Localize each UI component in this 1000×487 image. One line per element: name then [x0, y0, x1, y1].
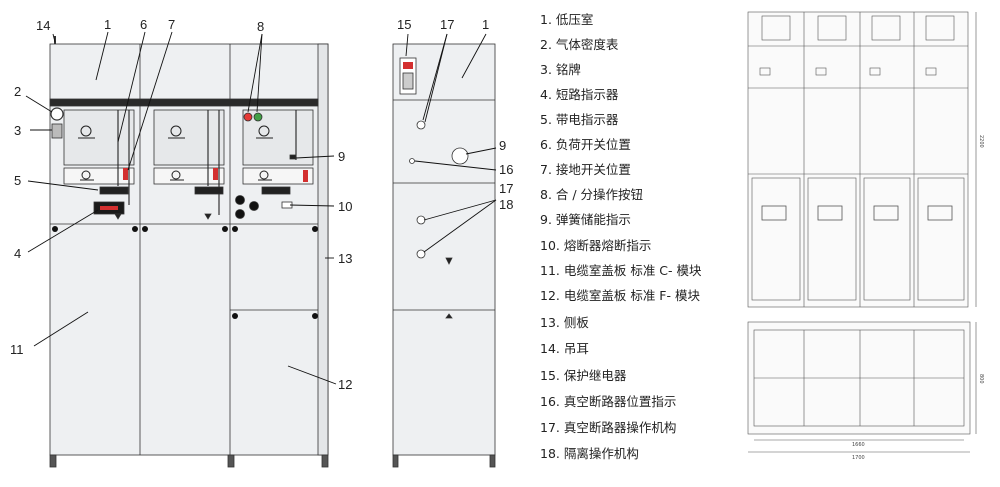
callout-13: 13: [338, 251, 352, 266]
mechanism-box-3: [242, 109, 314, 166]
foot-left: [49, 454, 57, 468]
open-button: [253, 112, 263, 122]
front-view: [49, 36, 329, 468]
callout-17-top: 17: [440, 17, 454, 32]
legend-item-5: 5. 带电指示器: [540, 112, 619, 127]
dimension-width-inner: 1660: [852, 442, 865, 448]
callout-5: 5: [14, 173, 21, 188]
foot-right: [321, 454, 329, 468]
legend-item-18: 18. 隔离操作机构: [540, 446, 639, 461]
side-view: [392, 43, 496, 468]
legend-item-7: 7. 接地开关位置: [540, 162, 631, 177]
mechanism-box-1: [63, 109, 135, 166]
callout-labels: 14 1 6 7 2 3 5 4 11 8 9 10 13 12 15 17 1…: [10, 17, 513, 392]
legend-item-11: 11. 电缆室盖板 标准 C- 模块: [540, 263, 702, 278]
callout-14: 14: [36, 18, 50, 33]
legend-item-9: 9. 弹簧储能指示: [540, 212, 631, 227]
legend-item-2: 2. 气体密度表: [540, 37, 619, 52]
live-indicator-1: [99, 186, 129, 195]
callout-18: 18: [499, 197, 513, 212]
callout-1-side: 1: [482, 17, 489, 32]
callout-3: 3: [14, 123, 21, 138]
leader-lines: [25, 31, 497, 385]
legend-item-8: 8. 合 / 分操作按钮: [540, 187, 643, 202]
mechanism-box-2: [153, 109, 225, 166]
side-panel: [317, 43, 329, 456]
callout-6: 6: [140, 17, 147, 32]
callout-1-front: 1: [104, 17, 111, 32]
spring-charged-indicator: [289, 154, 297, 160]
legend-item-17: 17. 真空断路器操作机构: [540, 420, 676, 435]
callout-9-side: 9: [499, 138, 506, 153]
callout-4: 4: [14, 246, 21, 261]
callout-16: 16: [499, 162, 513, 177]
legend-item-15: 15. 保护继电器: [540, 368, 627, 383]
dimension-height: 2200: [978, 135, 984, 148]
legend-item-3: 3. 铭牌: [540, 62, 581, 77]
legend-item-1: 1. 低压室: [540, 12, 593, 27]
callout-17-bottom: 17: [499, 181, 513, 196]
legend-item-13: 13. 侧板: [540, 315, 589, 330]
callout-11: 11: [10, 342, 24, 357]
legend-item-14: 14. 吊耳: [540, 341, 589, 356]
gas-density-gauge: [50, 107, 64, 121]
live-indicator-2: [194, 186, 224, 195]
legend-item-10: 10. 熔断器熔断指示: [540, 238, 651, 253]
dimension-width-outer: 1700: [852, 455, 865, 461]
legend-item-16: 16. 真空断路器位置指示: [540, 394, 676, 409]
busbar-band: [49, 98, 319, 107]
legend: 1. 低压室 2. 气体密度表 3. 铭牌 4. 短路指示器 5. 带电指示器 …: [540, 12, 702, 461]
callout-10: 10: [338, 199, 352, 214]
callout-8: 8: [257, 19, 264, 34]
legend-item-12: 12. 电缆室盖板 标准 F- 模块: [540, 288, 700, 303]
foot-mid: [227, 454, 235, 468]
callout-7: 7: [168, 17, 175, 32]
technical-top-drawing: 800 1660 1700: [747, 321, 984, 461]
legend-item-6: 6. 负荷开关位置: [540, 137, 631, 152]
technical-front-drawing: 2200: [747, 11, 984, 308]
cabinet-side: [392, 43, 496, 456]
live-indicator-3: [261, 186, 291, 195]
callout-2: 2: [14, 84, 21, 99]
callout-12: 12: [338, 377, 352, 392]
close-button: [243, 112, 253, 122]
legend-item-4: 4. 短路指示器: [540, 87, 619, 102]
callout-9-front: 9: [338, 149, 345, 164]
callout-15: 15: [397, 17, 411, 32]
nameplate: [51, 123, 63, 139]
dimension-depth: 800: [978, 374, 984, 384]
